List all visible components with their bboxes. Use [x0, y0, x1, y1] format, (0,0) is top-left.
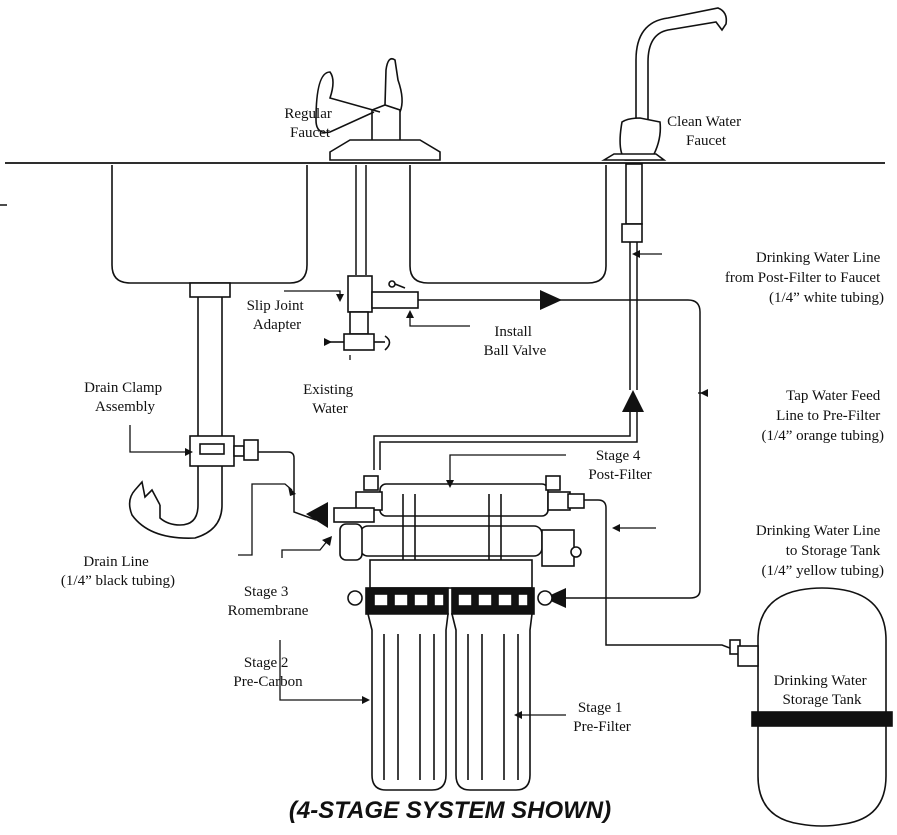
label-existing-water: Existing Water	[303, 382, 357, 417]
drain-tubing	[258, 451, 317, 521]
tank-tubing	[584, 499, 736, 651]
label-stage4: Stage 4 Post-Filter	[588, 448, 651, 483]
regular-faucet	[315, 57, 441, 161]
label-drinking-line-tank: Drinking Water Line to Storage Tank (1/4…	[756, 523, 884, 579]
filter-canister-stage1	[450, 613, 533, 791]
flow-arrow-right	[540, 290, 562, 310]
label-stage3: Stage 3 Romembrane	[228, 584, 309, 619]
label-storage-tank: Drinking Water Storage Tank	[774, 673, 871, 708]
label-clean-water-faucet: Clean Water Faucet	[667, 114, 745, 149]
membrane-housing	[339, 494, 582, 567]
label-drain-clamp: Drain Clamp Assembly	[84, 380, 166, 415]
label-drinking-line-post: Drinking Water Line from Post-Filter to …	[725, 250, 884, 306]
flow-arrow-left	[544, 588, 566, 608]
filter-canister-stage2	[366, 613, 449, 791]
label-drain-line: Drain Line (1/4” black tubing)	[61, 554, 175, 589]
flow-arrow-drain	[306, 502, 328, 528]
drain-assembly	[128, 282, 259, 539]
post-filter-housing	[333, 475, 585, 523]
flow-arrow-up	[622, 390, 644, 412]
sink-basin-right	[409, 165, 607, 284]
label-stage2: Stage 2 Pre-Carbon	[233, 655, 303, 690]
diagram-caption: (4-STAGE SYSTEM SHOWN)	[289, 797, 611, 824]
leader-lines	[129, 253, 708, 716]
label-slip-joint: Slip Joint Adapter	[247, 298, 308, 333]
white-tubing-to-postfilter	[373, 412, 638, 470]
label-regular-faucet: Regular Faucet	[284, 106, 335, 141]
label-stage1: Stage 1 Pre-Filter	[573, 700, 631, 735]
sink-basin-left	[111, 165, 308, 284]
tap-feed-tubing	[418, 299, 701, 599]
label-tap-water-feed: Tap Water Feed Line to Pre-Filter (1/4” …	[762, 388, 884, 444]
filter-head	[347, 559, 553, 615]
clean-water-faucet	[601, 7, 728, 243]
slip-joint-adapter	[328, 275, 419, 351]
storage-tank	[729, 587, 893, 827]
leader-arrowheads	[185, 250, 708, 719]
label-install-ball-valve: Install Ball Valve	[484, 324, 547, 359]
